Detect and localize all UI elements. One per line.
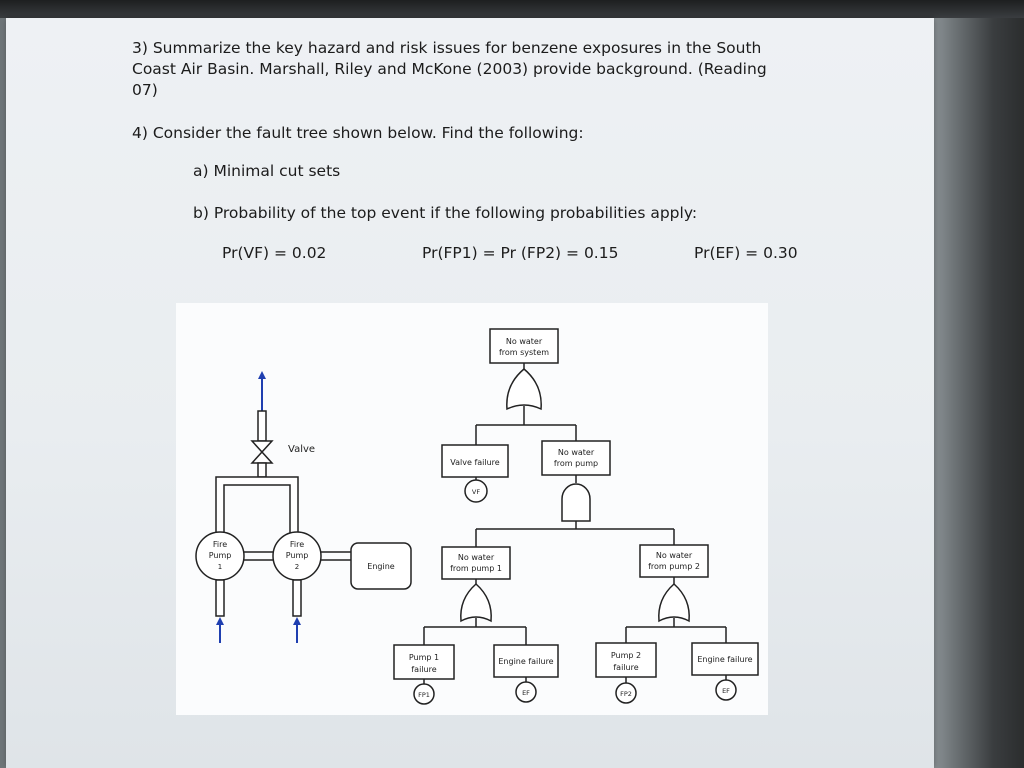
no-water-from-pump-box [541,440,611,476]
manifold-pipe [215,476,299,534]
engine-failure-1-label: Engine failure [498,657,553,666]
pump-1-failure-label-line1: Pump 1 [409,653,439,662]
fp1-label: FP1 [418,691,430,699]
from-pump-2-label-line1: No water [656,551,693,560]
basic-event-fp1 [413,683,435,705]
basic-event-ef-2 [715,679,737,701]
engine-label: Engine [367,562,394,571]
fault-tree [393,328,759,705]
probability-fp: Pr(FP1) = Pr (FP2) = 0.15 [422,244,619,262]
question-4: 4) Consider the fault tree shown below. … [132,124,584,142]
or-gate-icon [460,582,492,623]
basic-event-ef-1 [515,681,537,703]
from-pump-label-line2: from pump [554,459,598,468]
ef-1-label: EF [522,689,530,697]
question-3: 3) Summarize the key hazard and risk iss… [132,39,767,99]
from-pump-2-label-line2: from pump 2 [648,562,700,571]
pump-1-label-line3: 1 [218,563,222,571]
document-page: 3) Summarize the key hazard and risk iss… [6,18,934,768]
ef-2-label: EF [722,687,730,695]
valve-label: Valve [288,444,315,455]
fp2-label: FP2 [620,690,632,698]
probability-vf: Pr(VF) = 0.02 [222,244,327,262]
engine-box [350,542,412,590]
pump-1-failure-box [393,644,455,680]
question-4a: a) Minimal cut sets [193,162,341,180]
outlet-pipe [257,410,267,442]
monitor-bezel [0,0,1024,18]
vf-label: VF [472,488,480,496]
or-gate-icon [506,368,542,411]
or-gate-icon [658,582,690,623]
top-event-label-line1: No water [506,337,543,346]
from-pump-1-label-line2: from pump 1 [450,564,502,573]
valve-lower-pipe [257,462,267,478]
engine-failure-1-box [493,644,559,678]
engine-failure-2-box [691,642,759,676]
top-event-label-line2: from system [499,348,549,357]
pump-2-failure-box [595,642,657,678]
pump-1-inlet-pipe [215,579,225,617]
from-pump-1-label-line1: No water [458,553,495,562]
no-water-from-pump-1-box [441,546,511,580]
valve-failure-box [441,444,509,478]
question-4b: b) Probability of the top event if the f… [193,204,698,222]
pump-2-failure-label-line1: Pump 2 [611,651,641,660]
probability-ef: Pr(EF) = 0.30 [694,244,798,262]
valve-failure-label: Valve failure [450,458,500,467]
pump-1-label-line2: Pump [209,551,232,560]
system-schematic: Valve Fire Pump 1 Fire Pump 2 [195,371,412,643]
pump-2-inlet-pipe [292,579,302,617]
basic-event-vf [464,479,488,503]
valve-icon [250,440,274,464]
engine-failure-2-label: Engine failure [697,655,752,664]
pump-1-failure-label-line2: failure [411,665,436,674]
no-water-from-pump-2-box [639,544,709,578]
pump-2-label-line2: Pump [286,551,309,560]
basic-event-fp2 [615,682,637,704]
fault-tree-labels: No water from system Valve failure VF No… [409,337,753,699]
from-pump-label-line1: No water [558,448,595,457]
pump-2-failure-label-line2: failure [613,663,638,672]
top-event-box [489,328,559,364]
fault-tree-figure: Valve Fire Pump 1 Fire Pump 2 [176,303,768,715]
and-gate-icon [561,483,591,522]
pump-2-label-line1: Fire [290,540,304,549]
pump-2-label-line3: 2 [295,563,299,571]
pump-1-label-line1: Fire [213,540,227,549]
